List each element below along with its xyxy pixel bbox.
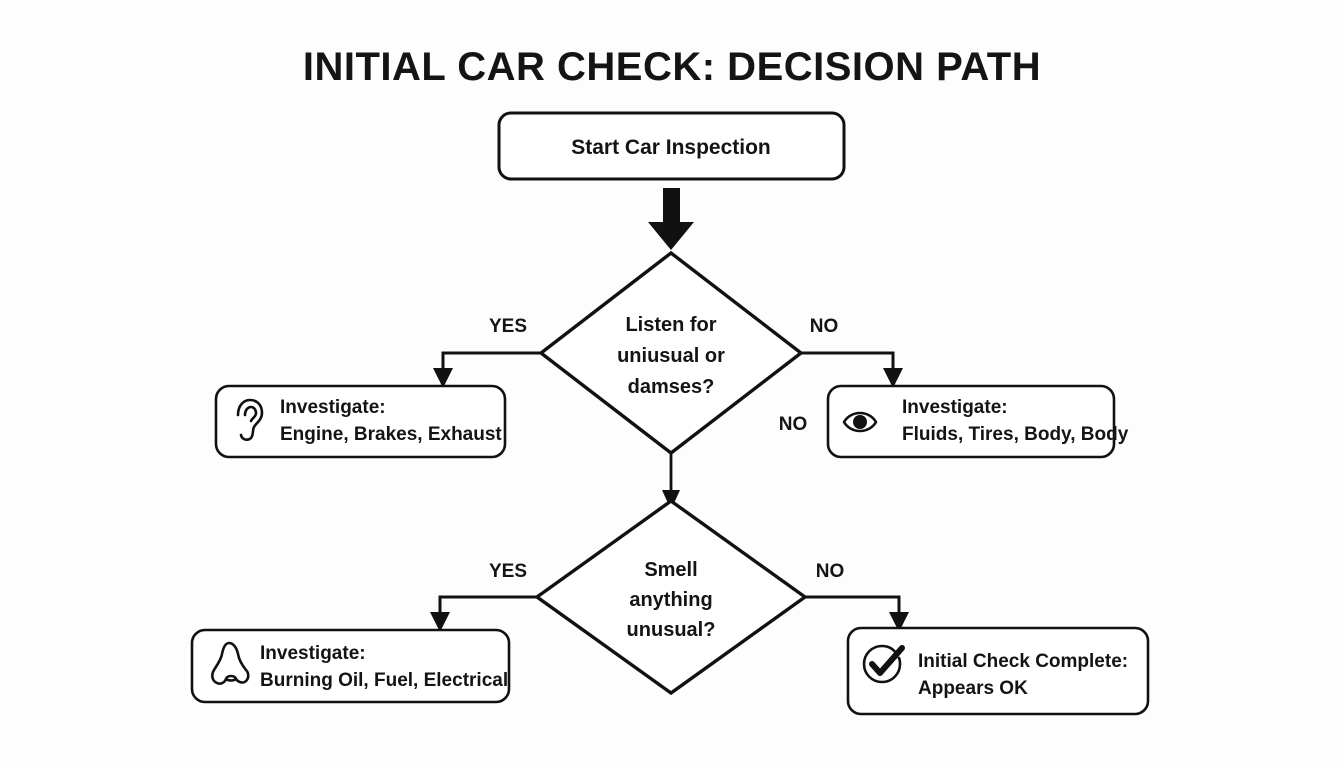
diagram-title: INITIAL CAR CHECK: DECISION PATH [303, 45, 1041, 89]
edge-listen-no-line [801, 351, 895, 372]
edge-listen-yes: YES [433, 316, 541, 388]
investigate-look-line1: Investigate: [902, 397, 1008, 418]
node-investigate-smell[interactable]: Investigate: Burning Oil, Fuel, Electric… [190, 628, 511, 704]
nose-icon [211, 641, 250, 685]
edge-label-listen-yes: YES [489, 316, 527, 337]
edge-label-listen-no-secondary: NO [779, 414, 808, 435]
decision-smell-shape [534, 498, 808, 696]
investigate-listen-line1: Investigate: [280, 397, 386, 418]
arrow-head-down-icon [889, 612, 909, 632]
arrow-head-down-icon [433, 368, 453, 388]
eye-icon [842, 411, 878, 433]
complete-line2: Appears OK [918, 678, 1028, 699]
node-decision-listen[interactable]: Listen for uniusual or damses? [538, 250, 804, 456]
edge-listen-yes-line [441, 351, 541, 372]
start-node-shape [497, 111, 846, 181]
decision-smell-line2: anything [629, 589, 712, 611]
arrow-head-down-icon [883, 368, 903, 388]
node-investigate-listen[interactable]: Investigate: Engine, Brakes, Exhaust [214, 384, 507, 459]
edge-smell-yes: YES [430, 561, 537, 632]
ear-icon [236, 398, 264, 441]
node-complete[interactable]: Initial Check Complete: Appears OK [846, 626, 1150, 716]
investigate-look-shape [826, 384, 1116, 459]
decision-smell-line1: Smell [644, 559, 697, 581]
complete-line1: Initial Check Complete: [918, 651, 1128, 672]
edge-listen-no: NO NO [779, 316, 903, 435]
start-node-label: Start Car Inspection [571, 136, 771, 159]
edge-smell-yes-line [438, 595, 537, 616]
check-circle-icon [862, 644, 905, 684]
edge-smell-no: NO [805, 561, 909, 632]
investigate-smell-line1: Investigate: [260, 643, 366, 664]
investigate-smell-shape [190, 628, 511, 704]
edge-smell-no-line [805, 595, 901, 616]
investigate-look-line2: Fluids, Tires, Body, Body [902, 424, 1129, 445]
investigate-listen-line2: Engine, Brakes, Exhaust [280, 424, 502, 445]
decision-listen-line1: Listen for [625, 314, 716, 336]
decision-smell-line3: unusual? [627, 619, 716, 641]
edge-label-smell-yes: YES [489, 561, 527, 582]
node-start[interactable]: Start Car Inspection [497, 111, 846, 181]
arrow-start-to-listen [648, 188, 694, 250]
edge-label-smell-no: NO [816, 561, 845, 582]
node-decision-smell[interactable]: Smell anything unusual? [534, 498, 808, 696]
node-investigate-look[interactable]: Investigate: Fluids, Tires, Body, Body [826, 384, 1129, 459]
edge-label-listen-no: NO [810, 316, 839, 337]
complete-shape [846, 626, 1150, 716]
investigate-listen-shape [214, 384, 507, 459]
decision-listen-line3: damses? [628, 376, 715, 398]
investigate-smell-line2: Burning Oil, Fuel, Electrical [260, 670, 508, 691]
decision-listen-line2: uniusual or [617, 345, 725, 367]
arrow-head-down-icon [430, 612, 450, 632]
block-arrow-down-icon [648, 188, 694, 250]
